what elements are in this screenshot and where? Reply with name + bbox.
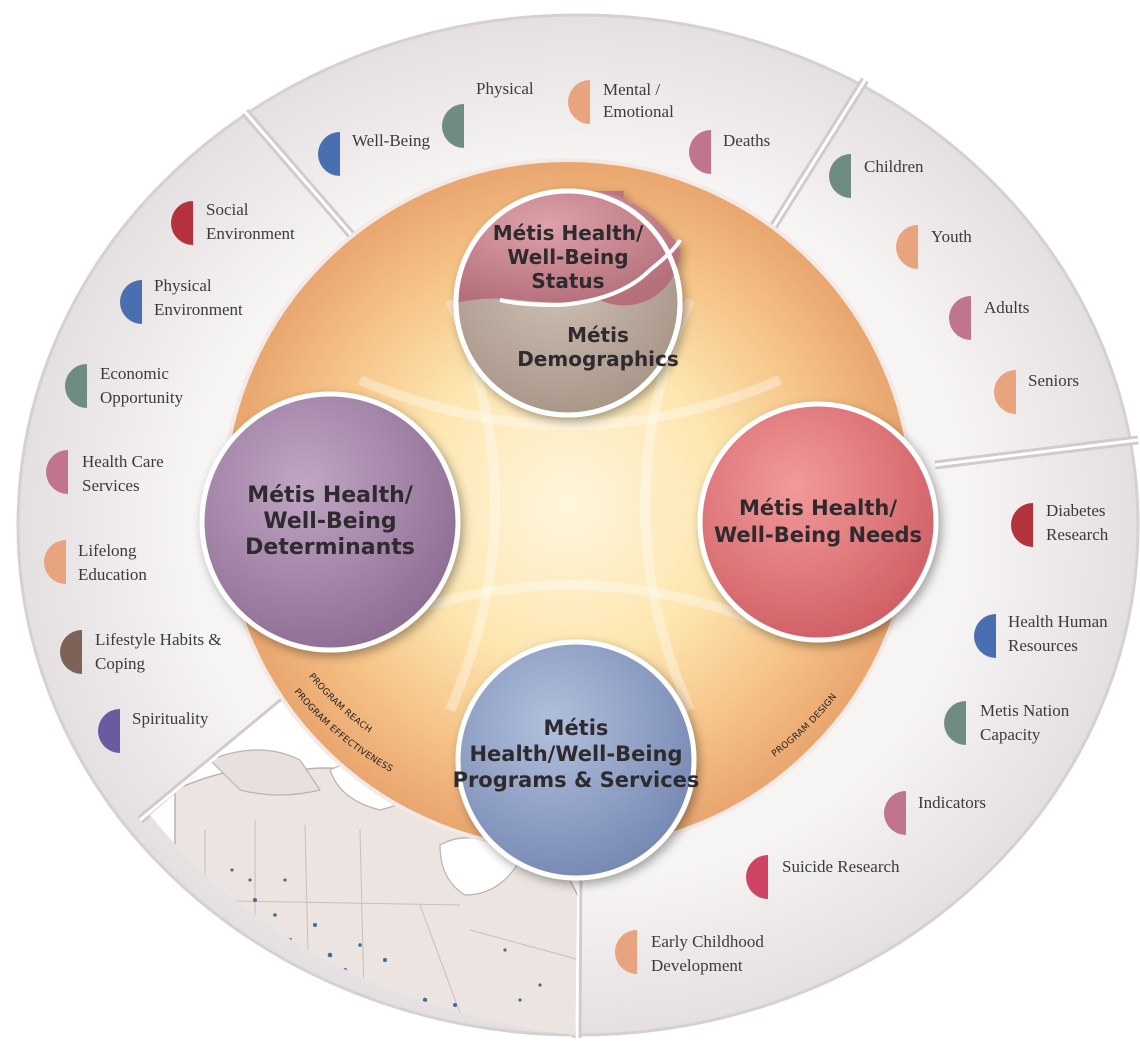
suicide-label: Suicide Research: [782, 857, 900, 876]
well-being-label: Well-Being: [352, 131, 430, 150]
adults-tab-icon: [949, 296, 971, 340]
spirituality-label: Spirituality: [132, 709, 209, 728]
programs-title-line1: Métis: [544, 716, 609, 740]
determinants-circle: [199, 391, 461, 653]
social-env-label-line2: Environment: [206, 224, 295, 243]
lifestyle-label-line2: Coping: [95, 654, 146, 673]
deaths-label: Deaths: [723, 131, 770, 150]
diabetes-label-line2: Research: [1046, 525, 1109, 544]
diabetes-tab-icon: [1011, 503, 1033, 547]
lifelong-education-tab-icon: [44, 540, 66, 584]
physical-label: Physical: [476, 79, 534, 98]
determinants-title-line2: Well-Being: [263, 509, 396, 534]
social-env-label-line1: Social: [206, 200, 249, 219]
adults-label: Adults: [984, 298, 1029, 317]
mental-emotional-tab-icon: [568, 80, 590, 124]
lifelong-label-line2: Education: [78, 565, 147, 584]
metis-nation-label-line2: Capacity: [980, 725, 1041, 744]
needs-title-line1: Métis Health/: [739, 496, 897, 520]
physical-environment-tab-icon: [120, 280, 142, 324]
ecd-label-line1: Early Childhood: [651, 932, 764, 951]
programs-title-line3: Programs & Services: [453, 768, 700, 792]
indicators-tab-icon: [884, 791, 906, 835]
physical-env-label-line2: Environment: [154, 300, 243, 319]
health-care-label-line2: Services: [82, 476, 140, 495]
youth-tab-icon: [896, 225, 918, 269]
health-care-services-tab-icon: [46, 450, 68, 494]
status-title-line3: Status: [531, 269, 604, 293]
programs-title-line2: Health/Well-Being: [469, 742, 682, 766]
status-title-line1: Métis Health/: [493, 221, 644, 245]
mental-label-line2: Emotional: [603, 102, 674, 121]
hhr-label-line2: Resources: [1008, 636, 1078, 655]
suicide-research-tab-icon: [746, 855, 768, 899]
economic-label-line1: Economic: [100, 364, 169, 383]
health-human-resources-tab-icon: [974, 614, 996, 658]
determinants-title-line1: Métis Health/: [247, 483, 414, 508]
demographics-title-line1: Métis: [567, 323, 629, 347]
needs-title-line2: Well-Being Needs: [714, 523, 922, 547]
physical-env-label-line1: Physical: [154, 276, 212, 295]
needs-circle: [697, 401, 939, 643]
deaths-tab-icon: [689, 130, 711, 174]
economic-label-line2: Opportunity: [100, 388, 184, 407]
metis-nation-capacity-tab-icon: [944, 701, 966, 745]
demographics-title-line2: Demographics: [517, 347, 679, 371]
hhr-label-line1: Health Human: [1008, 612, 1108, 631]
programs-circle: [455, 639, 697, 881]
determinants-title-line3: Determinants: [245, 535, 415, 560]
tab-markers: [44, 80, 1033, 974]
metis-nation-label-line1: Metis Nation: [980, 701, 1070, 720]
social-environment-tab-icon: [171, 201, 193, 245]
physical-tab-icon: [442, 104, 464, 148]
lifestyle-label-line1: Lifestyle Habits &: [95, 630, 222, 649]
status-title-line2: Well-Being: [507, 245, 628, 269]
lifelong-label-line1: Lifelong: [78, 541, 137, 560]
children-tab-icon: [829, 154, 851, 198]
youth-label: Youth: [931, 227, 972, 246]
status-demographics-circle: [453, 188, 683, 418]
ecd-label-line2: Development: [651, 956, 743, 975]
spirituality-tab-icon: [98, 709, 120, 753]
economic-opportunity-tab-icon: [65, 364, 87, 408]
lifestyle-habits-tab-icon: [60, 630, 82, 674]
children-label: Children: [864, 157, 924, 176]
seniors-tab-icon: [994, 370, 1016, 414]
well-being-tab-icon: [318, 132, 340, 176]
seniors-label: Seniors: [1028, 371, 1079, 390]
health-care-label-line1: Health Care: [82, 452, 164, 471]
indicators-label: Indicators: [918, 793, 986, 812]
diabetes-label-line1: Diabetes: [1046, 501, 1105, 520]
mental-label-line1: Mental /: [603, 80, 660, 99]
early-childhood-tab-icon: [615, 930, 637, 974]
